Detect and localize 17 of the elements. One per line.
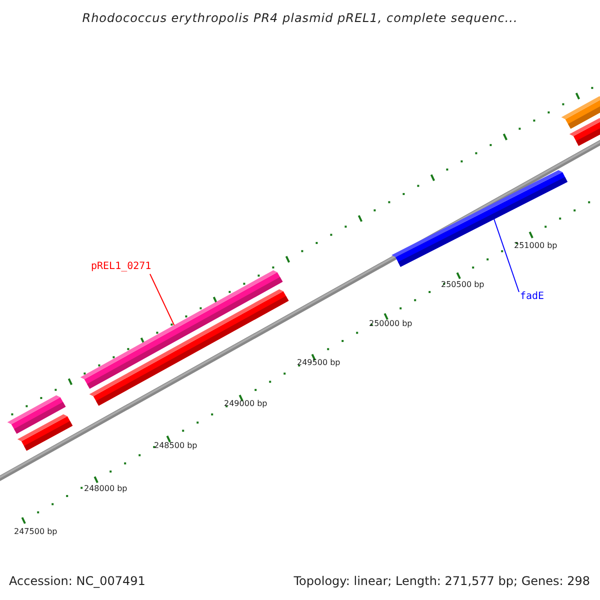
gene-label: fadE: [520, 291, 544, 302]
scale-label: 248000 bp: [84, 484, 128, 493]
leader-line: [150, 274, 176, 328]
scale-label: 249000 bp: [224, 399, 268, 408]
gene-label: pREL1_0271: [91, 261, 152, 272]
scale-label: 251000 bp: [514, 241, 558, 250]
scale-label: 248500 bp: [154, 441, 198, 450]
topology-text: Topology: linear; Length: 271,577 bp; Genes: 298: [294, 574, 590, 588]
scale-label: 250500 bp: [441, 280, 484, 289]
scale-label: 250000 bp: [369, 319, 412, 328]
accession-text: Accession: NC_007491: [9, 574, 146, 588]
leader-line: [494, 218, 520, 292]
scale-label: 249500 bp: [297, 358, 340, 367]
gene-bar: [392, 170, 568, 267]
gene-bar: [80, 270, 283, 389]
scale-label: 247500 bp: [14, 527, 58, 536]
title: Rhodococcus erythropolis PR4 plasmid pREL1, complete sequenc...: [81, 11, 519, 25]
